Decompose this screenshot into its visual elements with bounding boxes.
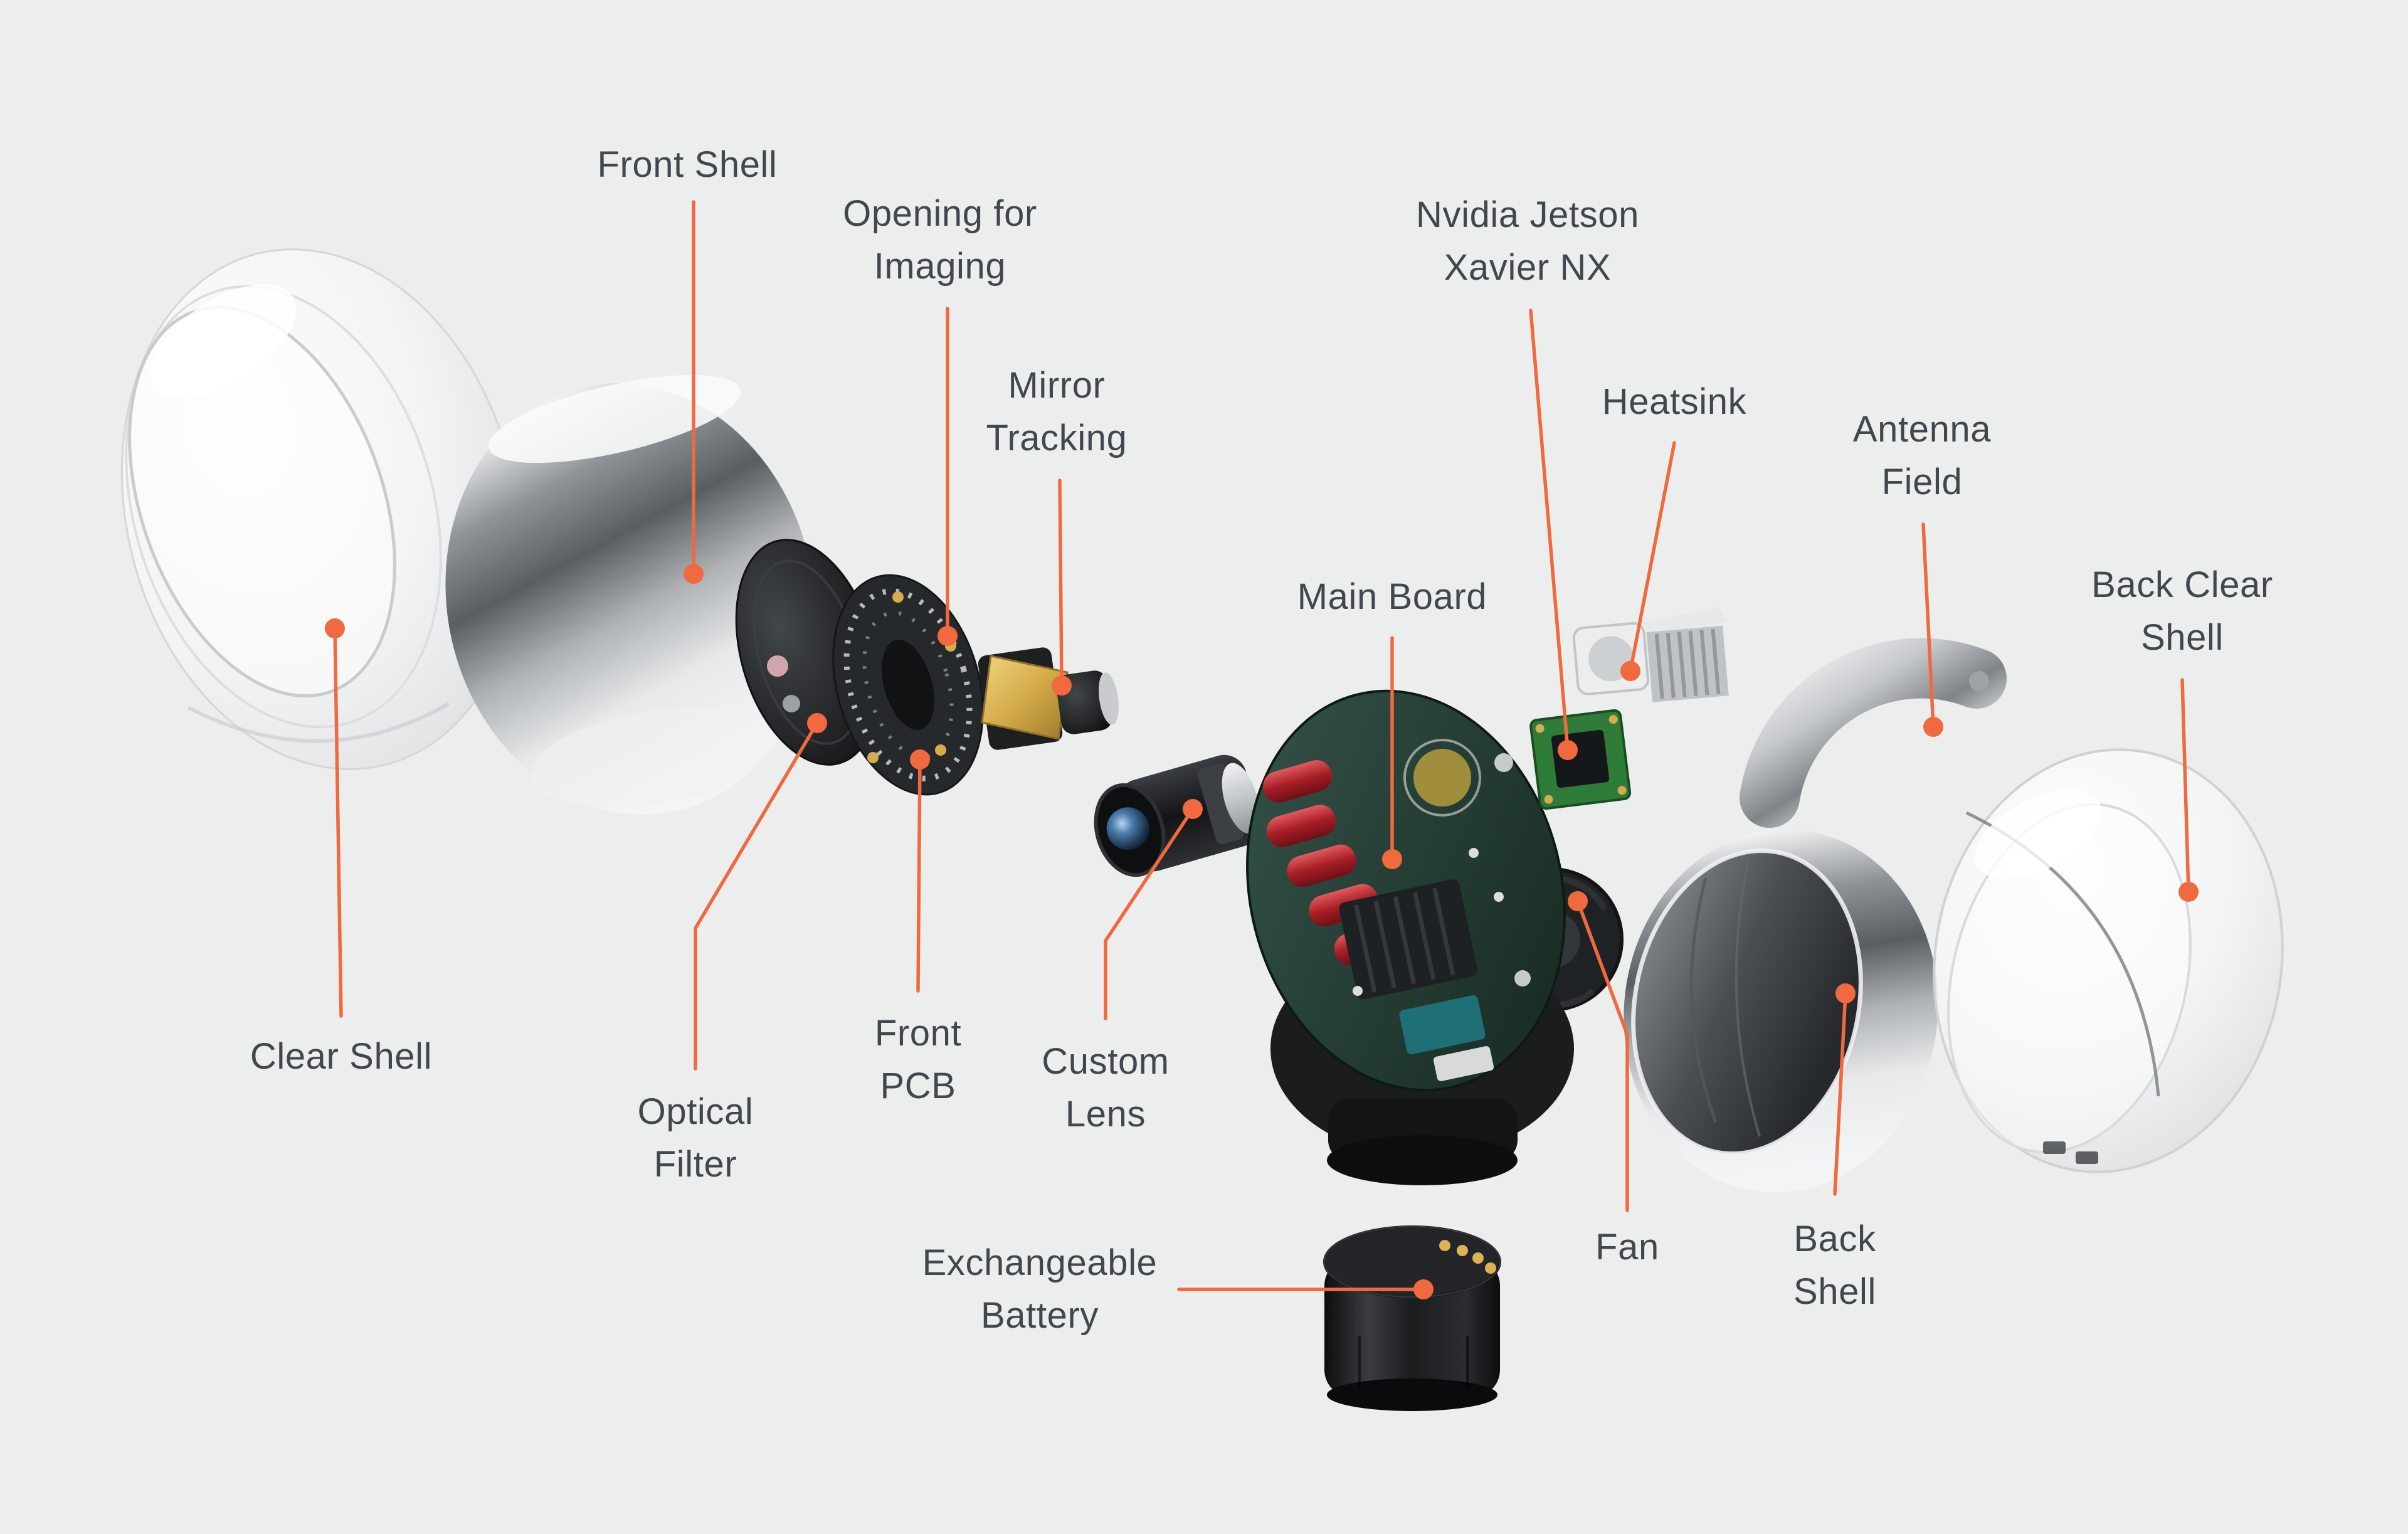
board-heatsink-block	[1339, 879, 1478, 1000]
mirror-tracking-part	[978, 647, 1119, 750]
leader-mirror-tracking	[1058, 479, 1064, 687]
leader-custom-lens	[1104, 807, 1195, 1020]
nvidia-jetson-part	[1529, 709, 1632, 810]
leader-fan	[1576, 899, 1629, 1212]
label-heatsink: Heatsink	[1602, 381, 1747, 422]
main-board-part	[1246, 689, 1566, 1092]
label-opening-for-imaging: Opening for Imaging	[843, 193, 1037, 287]
leader-back-shell	[1833, 992, 1847, 1196]
label-front-shell: Front Shell	[597, 144, 778, 185]
battery-part	[1323, 1225, 1501, 1411]
label-clear-shell: Clear Shell	[250, 1035, 433, 1077]
label-nvidia-jetson: Nvidia Jetson Xavier NX	[1416, 194, 1639, 288]
dot-heatsink	[1620, 661, 1640, 681]
leader-nvidia-jetson	[1529, 309, 1570, 752]
label-back-clear-shell: Back Clear Shell	[2091, 564, 2273, 658]
dot-clear-shell	[325, 618, 345, 638]
back-clear-shell-part	[1933, 748, 2284, 1173]
dot-front-shell	[684, 564, 704, 584]
dot-main-board	[1382, 849, 1402, 869]
antenna-field-part	[1740, 638, 2007, 828]
custom-lens-part	[1094, 754, 1260, 877]
dot-front-pcb	[910, 749, 930, 770]
leader-back-clear-shell	[2180, 678, 2190, 894]
dot-exchangeable-battery	[1413, 1279, 1434, 1299]
label-mirror-tracking: Mirror Tracking	[986, 364, 1127, 458]
dot-custom-lens	[1183, 799, 1203, 819]
dot-optical-filter	[807, 713, 827, 733]
label-main-board: Main Board	[1297, 576, 1487, 617]
label-exchangeable-battery: Exchangeable Battery	[922, 1242, 1158, 1336]
leader-optical-filter	[694, 721, 819, 1071]
label-back-shell: Back Shell	[1793, 1218, 1876, 1312]
dot-mirror-tracking	[1052, 675, 1072, 696]
label-optical-filter: Optical Filter	[637, 1091, 754, 1185]
label-fan: Fan	[1595, 1226, 1659, 1267]
dot-opening-for-imaging	[937, 626, 958, 646]
callout-leaders	[325, 200, 2199, 1299]
dot-back-clear-shell	[2178, 882, 2199, 902]
front-shell-part	[445, 374, 815, 815]
dot-fan	[1568, 891, 1588, 911]
dot-nvidia-jetson	[1558, 740, 1578, 760]
dot-antenna-field	[1923, 717, 1943, 737]
leader-front-pcb	[916, 758, 922, 993]
back-shell-part	[1624, 829, 1938, 1193]
label-front-pcb: Front PCB	[874, 1012, 962, 1106]
leader-heatsink	[1629, 441, 1676, 673]
leader-antenna-field	[1921, 522, 1935, 729]
clear-shell-part	[121, 248, 521, 770]
dot-back-shell	[1835, 983, 1856, 1003]
label-custom-lens: Custom Lens	[1042, 1040, 1170, 1135]
heatsink-part	[1572, 607, 1729, 702]
leader-clear-shell	[333, 627, 343, 1018]
label-antenna-field: Antenna Field	[1852, 408, 1992, 502]
